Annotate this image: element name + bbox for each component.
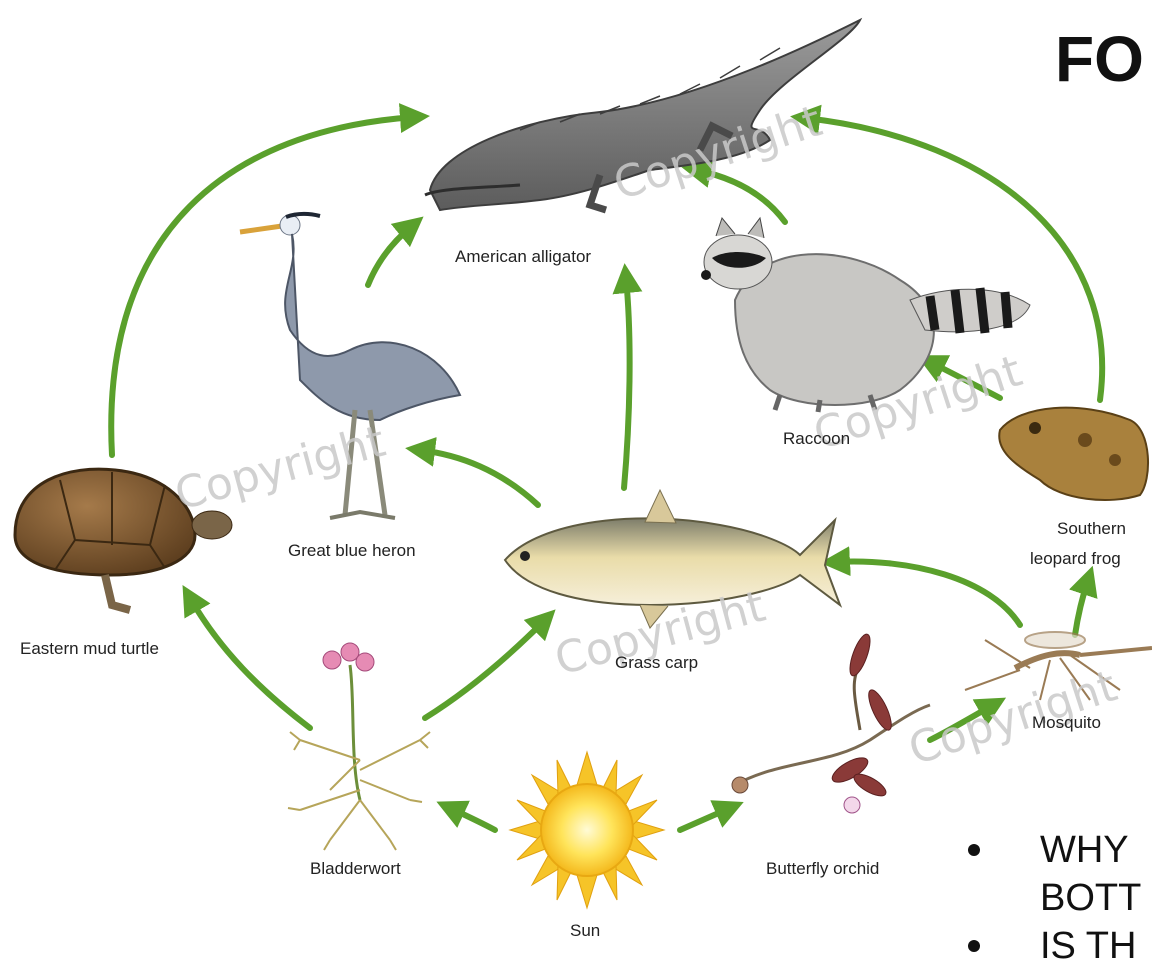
bullet-item: WHY — [968, 826, 1141, 874]
bullet-text: IS TH — [1040, 925, 1136, 967]
arrow-carp-to-heron — [420, 450, 538, 505]
bullet-dot — [968, 844, 980, 856]
label-mosquito: Mosquito — [1032, 713, 1101, 732]
arrow-sun-to-bladderwort — [450, 808, 495, 830]
label-bladderwort: Bladderwort — [310, 859, 401, 878]
bullet-text: BOTT — [1040, 877, 1141, 919]
label-carp: Grass carp — [615, 653, 698, 672]
raccoon-tail — [910, 288, 1030, 333]
arrow-mosquito-to-frog — [1075, 580, 1088, 635]
arrow-carp-to-alligator — [624, 278, 630, 488]
bullet-item: BOTT — [968, 874, 1141, 922]
butterfly-orchid — [732, 632, 930, 813]
label-alligator: American alligator — [455, 247, 591, 266]
bullet-list: WHY BOTT IS TH — [968, 826, 1141, 970]
southern-leopard-frog — [999, 408, 1148, 500]
arrow-heron-to-alligator — [368, 226, 412, 285]
bullet-item: IS TH — [968, 922, 1141, 970]
copyright-watermarks: Copyright Copyright Copyright Copyright … — [170, 96, 1123, 776]
arrow-bladderwort-to-turtle — [190, 598, 310, 728]
label-sun: Sun — [570, 921, 600, 940]
arrow-sun-to-orchid — [680, 808, 730, 830]
label-frog-line1: Southern — [1057, 519, 1126, 538]
svg-text:Copyright: Copyright — [170, 416, 391, 521]
bullet-text: WHY — [1040, 829, 1129, 871]
label-heron: Great blue heron — [288, 541, 416, 560]
slide-title: FO — [1055, 22, 1144, 96]
label-turtle: Eastern mud turtle — [20, 639, 159, 658]
label-frog-line2: leopard frog — [1030, 549, 1121, 568]
label-orchid: Butterfly orchid — [766, 859, 879, 878]
arrow-bladderwort-to-carp — [425, 620, 545, 718]
food-web-diagram: Copyright Copyright Copyright Copyright … — [0, 0, 1152, 942]
sun — [510, 752, 664, 908]
label-raccoon: Raccoon — [783, 429, 850, 448]
arrow-mosquito-to-carp — [835, 562, 1020, 625]
bladderwort — [288, 643, 430, 850]
